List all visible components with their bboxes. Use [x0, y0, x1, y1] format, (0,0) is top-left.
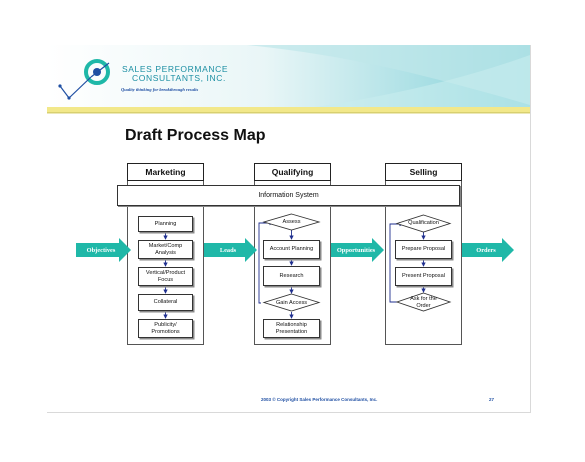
- company-tagline: Quality thinking for breakthrough result…: [121, 87, 199, 92]
- selling-header: Selling: [385, 163, 462, 181]
- slide: SALES PERFORMANCE CONSULTANTS, INC. Qual…: [47, 45, 531, 413]
- qualifying-step-gain-access: Gain Access: [275, 299, 308, 306]
- marketing-step-collateral: Collateral: [138, 294, 193, 311]
- information-system-bar: Information System: [117, 185, 460, 206]
- qualifying-step-relationship: Relationship Presentation: [263, 319, 320, 338]
- footer-copyright: 2003 © Copyright Sales Performance Consu…: [261, 397, 378, 402]
- qualifying-step-assess: Assess: [282, 218, 301, 225]
- qualifying-step-account-planning: Account Planning: [263, 240, 320, 259]
- banner-graphic: [47, 45, 530, 114]
- company-name: SALES PERFORMANCE CONSULTANTS, INC.: [122, 64, 229, 83]
- selling-step-ask-order: Ask for the Order: [410, 296, 437, 309]
- selling-step-prepare-proposal: Prepare Proposal: [395, 240, 452, 259]
- selling-step-present-proposal: Present Proposal: [395, 267, 452, 286]
- qualifying-step-research: Research: [263, 266, 320, 286]
- qualifying-header: Qualifying: [254, 163, 331, 181]
- marketing-step-market-comp: Market/Comp Analysis: [138, 240, 193, 259]
- flow-arrow-opportunities: Opportunities: [336, 246, 376, 254]
- marketing-step-planning: Planning: [138, 216, 193, 232]
- marketing-step-publicity: Publicity/ Promotions: [138, 319, 193, 338]
- flow-arrow-orders: Orders: [476, 246, 496, 254]
- selling-step-qualification: Qualification: [408, 220, 439, 227]
- page-title: Draft Process Map: [125, 127, 266, 144]
- marketing-header: Marketing: [127, 163, 204, 181]
- marketing-step-vertical-product: Vertical/Product Focus: [138, 267, 193, 286]
- flow-arrow-objectives: Objectives: [86, 246, 116, 254]
- footer-page-number: 27: [489, 397, 495, 402]
- flow-diagram: [76, 213, 514, 319]
- flow-arrow-leads: Leads: [219, 246, 237, 254]
